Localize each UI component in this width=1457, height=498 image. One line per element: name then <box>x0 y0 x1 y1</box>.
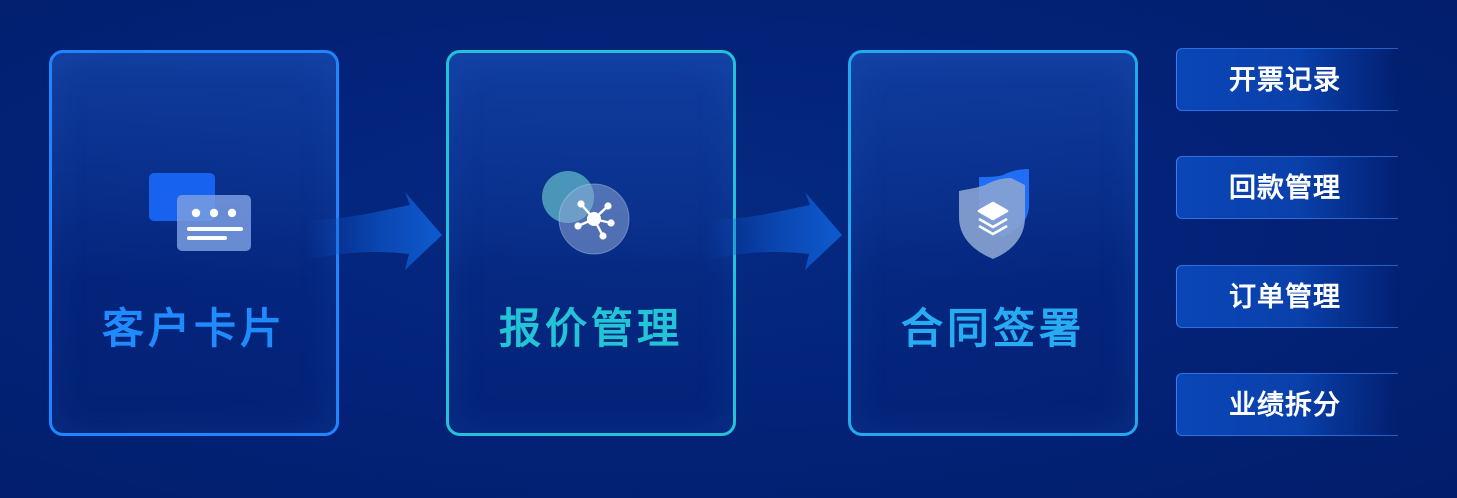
side-item-label: 业绩拆分 <box>1229 390 1341 421</box>
side-item-label: 订单管理 <box>1229 282 1341 313</box>
step-title: 报价管理 <box>498 304 683 353</box>
side-item-performance-split: 业绩拆分 <box>1176 373 1398 436</box>
customer-card-icon <box>149 173 251 251</box>
step-title: 合同签署 <box>900 304 1085 353</box>
flow-arrow-icon <box>705 192 842 270</box>
side-item-invoice-records: 开票记录 <box>1176 48 1398 111</box>
side-item-payment-management: 回款管理 <box>1176 156 1398 219</box>
step-card-customer-card: 客户卡片 <box>49 50 339 436</box>
step-card-contract-signing: 合同签署 <box>848 50 1138 436</box>
flow-arrow-icon <box>305 192 442 270</box>
quote-network-icon <box>542 171 630 255</box>
contract-shield-icon <box>959 169 1029 259</box>
side-item-label: 开票记录 <box>1229 65 1341 96</box>
side-item-order-management: 订单管理 <box>1176 265 1398 328</box>
step-title: 客户卡片 <box>101 304 286 353</box>
side-item-label: 回款管理 <box>1229 173 1341 204</box>
step-card-quote-management: 报价管理 <box>446 50 736 436</box>
